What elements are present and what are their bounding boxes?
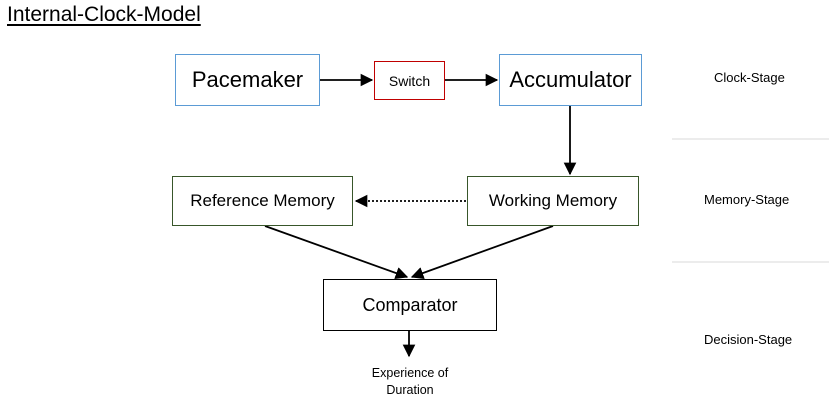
switch-label: Switch [388,72,431,89]
diagram-title: Internal-Clock-Model [7,3,201,26]
pacemaker-label: Pacemaker [191,67,304,92]
stage-label-decision: Decision-Stage [704,332,793,347]
reference-memory-box: Reference Memory [172,176,353,226]
stage-label-clock: Clock-Stage [714,70,785,85]
output-label: Experience of Duration [350,365,470,399]
arrow-reference-memory-to-comparator [264,225,409,280]
accumulator-label: Accumulator [509,67,632,92]
pacemaker-box: Pacemaker [175,54,320,106]
reference-memory-label: Reference Memory [190,191,335,210]
comparator-box: Comparator [323,279,497,331]
output-line-2: Duration [386,383,434,397]
output-line-1: Experience of [371,366,449,380]
arrow-working-memory-to-comparator [410,225,554,280]
switch-box: Switch [374,61,445,100]
comparator-label: Comparator [362,294,458,315]
working-memory-box: Working Memory [467,176,639,226]
working-memory-label: Working Memory [488,191,618,210]
accumulator-box: Accumulator [499,54,642,106]
stage-label-memory: Memory-Stage [704,192,790,207]
